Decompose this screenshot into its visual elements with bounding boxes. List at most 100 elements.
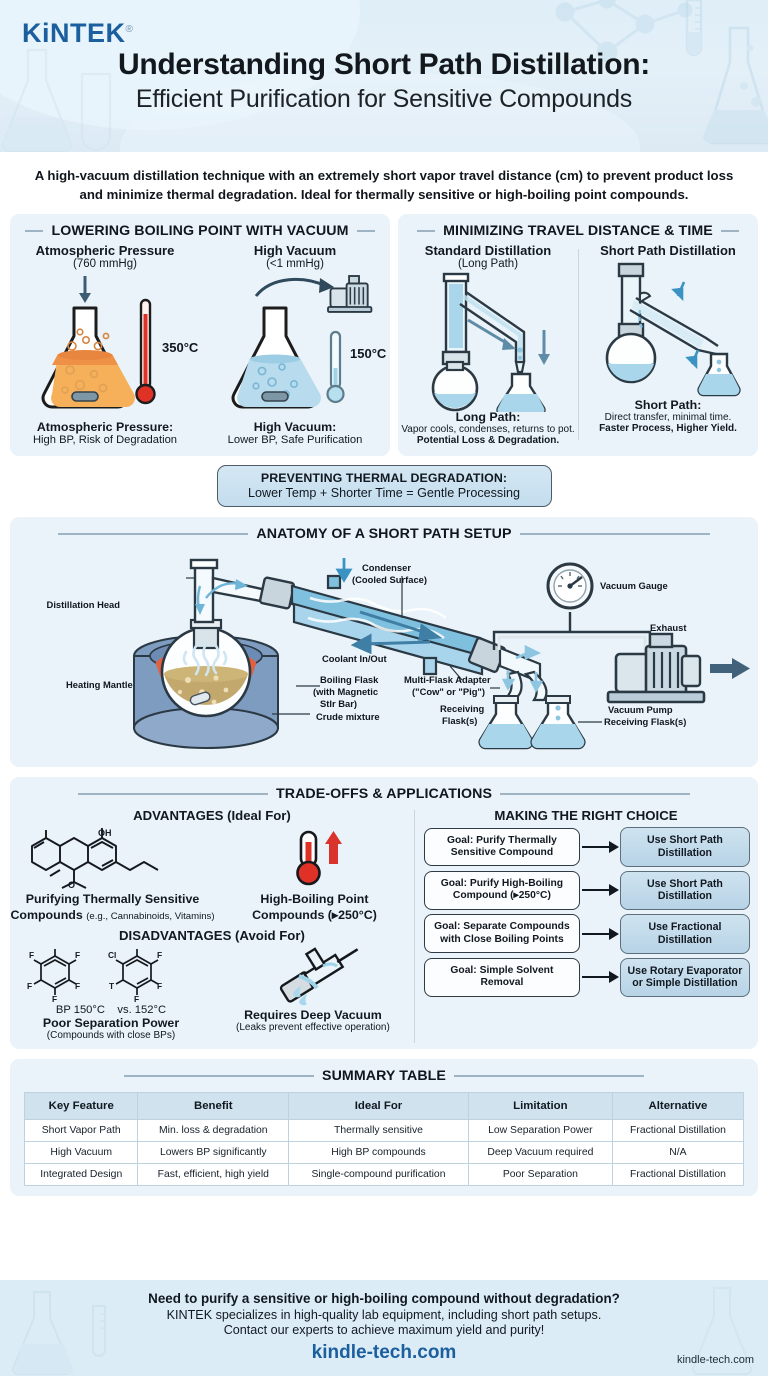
- choice-goal-1[interactable]: Goal: Purify Thermally Sensitive Compoun…: [423, 827, 580, 867]
- title-rule-right-2: [720, 230, 739, 233]
- vac-heading: High Vacuum: [253, 243, 337, 259]
- advantage-2-caption: High-Boiling Point Compounds (▸250°C): [215, 892, 414, 923]
- advantage-2-bold: High-Boiling Point: [260, 892, 369, 907]
- choice-arrow-icon-2: [580, 884, 620, 897]
- choice-arrow-icon-1: [580, 840, 620, 853]
- thermometer-hot-icon: [135, 299, 156, 405]
- label-vacuum-gauge: Vacuum Gauge: [600, 580, 668, 592]
- label-vacuum-pump: Vacuum Pump: [608, 704, 673, 716]
- svg-text:F: F: [134, 994, 139, 1004]
- label-coolant: Coolant In/Out: [322, 653, 387, 665]
- intro-paragraph: A high-vacuum distillation technique wit…: [34, 168, 734, 203]
- travel-col-shortpath: Short Path Distillation: [578, 243, 758, 446]
- panel-anatomy: ANATOMY OF A SHORT PATH SETUP: [10, 517, 758, 768]
- col-limitation: Limitation: [467, 1092, 613, 1121]
- tradeoffs-left-column: ADVANTAGES (Ideal For): [10, 806, 414, 1049]
- thermal-degradation-badge: PREVENTING THERMAL DEGRADATION: Lower Te…: [216, 465, 552, 508]
- label-condenser-line1: Condenser: [362, 562, 411, 574]
- cell-1-4: N/A: [611, 1141, 745, 1165]
- title-rule-right: [356, 230, 375, 233]
- o-group-label: O: [68, 880, 75, 890]
- table-row: Short Vapor Path Min. loss & degradation…: [23, 1119, 745, 1143]
- choice-row-2: Goal: Purify High-Boiling Compound (▸250…: [423, 870, 750, 911]
- anatomy-rule-right: [519, 533, 710, 536]
- choice-goal-2[interactable]: Goal: Purify High-Boiling Compound (▸250…: [423, 871, 580, 910]
- vacuum-columns: Atmospheric Pressure (760 mmHg): [10, 243, 390, 446]
- atm-illustration: 350°C: [10, 270, 200, 420]
- kintek-logo: KiNTEK®: [22, 18, 133, 49]
- footer-test-tube-icon: [92, 1305, 106, 1357]
- disadvantage-1-bold: Poor Separation Power: [42, 1016, 180, 1031]
- cow-adapter-art: [467, 637, 548, 702]
- panel-title-text-2: MINIMIZING TRAVEL DISTANCE & TIME: [443, 223, 713, 240]
- footer-url[interactable]: kindle-tech.com: [311, 1342, 457, 1363]
- choice-result-1[interactable]: Use Short Path Distillation: [619, 827, 750, 867]
- label-crude-mixture: Crude mixture: [316, 711, 380, 723]
- anatomy-title-text: ANATOMY OF A SHORT PATH SETUP: [256, 526, 512, 543]
- svg-text:F: F: [157, 950, 162, 960]
- choice-result-2[interactable]: Use Short Path Distillation: [619, 870, 750, 911]
- flask-icon-left: [2, 48, 72, 152]
- tradeoffs-right-column: MAKING THE RIGHT CHOICE Goal: Purify The…: [413, 806, 758, 1049]
- vac-temp-label: 150°C: [350, 346, 387, 361]
- advantage-1-light: (e.g., Cannabinoids, Vitamins): [86, 910, 215, 922]
- choice-result-4[interactable]: Use Rotary Evaporator or Simple Distilla…: [619, 957, 750, 997]
- label-heating-mantle: Heating Mantle: [66, 679, 133, 691]
- summary-rule-right: [454, 1075, 644, 1078]
- cell-1-0: High Vacuum: [23, 1141, 139, 1165]
- choice-row-3: Goal: Separate Compounds with Close Boil…: [423, 914, 750, 954]
- standard-caption-bold: Long Path:: [455, 410, 521, 425]
- title-rule-left: [25, 230, 44, 233]
- table-row: High Vacuum Lowers BP significantly High…: [23, 1141, 745, 1165]
- standard-subheading: (Long Path): [457, 258, 519, 271]
- logo-text: KiNTEK: [22, 18, 126, 48]
- table-header-row: Key Feature Benefit Ideal For Limitation…: [23, 1092, 745, 1121]
- choice-row-4: Goal: Simple Solvent Removal Use Rotary …: [423, 957, 750, 997]
- panel-lowering-boiling-point: LOWERING BOILING POINT WITH VACUUM Atmos…: [10, 214, 390, 457]
- page-subtitle: Efficient Purification for Sensitive Com…: [135, 85, 633, 113]
- col-ideal-for: Ideal For: [288, 1092, 469, 1121]
- top-panels-row: LOWERING BOILING POINT WITH VACUUM Atmos…: [0, 214, 768, 457]
- cell-2-1: Fast, efficient, high yield: [137, 1163, 290, 1187]
- anatomy-illustration: Distillation Head Condenser (Cooled Surf…: [10, 546, 758, 750]
- distillation-head-art: [189, 559, 268, 624]
- cell-1-2: High BP compounds: [288, 1141, 469, 1165]
- label-boiling-flask-line1: Boiling Flask: [320, 674, 379, 686]
- table-row: Integrated Design Fast, efficient, high …: [23, 1163, 745, 1187]
- label-condenser-line2: (Cooled Surface): [352, 574, 428, 586]
- label-multi-flask-line1: Multi-Flask Adapter: [404, 674, 491, 686]
- advantage-1-caption: Purifying Thermally Sensitive Compounds …: [10, 892, 215, 923]
- boiling-flask-art: [160, 619, 252, 718]
- disadvantage-2-light: (Leaks prevent effective operation): [236, 1022, 390, 1034]
- cell-0-2: Thermally sensitive: [288, 1119, 469, 1143]
- panel-minimizing-travel: MINIMIZING TRAVEL DISTANCE & TIME Standa…: [398, 214, 758, 457]
- travel-columns: Standard Distillation (Long Path): [398, 243, 758, 446]
- col-alternative: Alternative: [611, 1092, 745, 1121]
- atm-subheading: (760 mmHg): [73, 258, 137, 271]
- choice-goal-4[interactable]: Goal: Simple Solvent Removal: [423, 957, 580, 997]
- cell-2-2: Single-compound purification: [288, 1163, 469, 1187]
- choice-goal-3[interactable]: Goal: Separate Compounds with Close Boil…: [423, 914, 580, 954]
- oh-group-label: OH: [98, 828, 112, 838]
- label-exhaust: Exhaust: [650, 622, 687, 634]
- panel-title-tradeoffs: TRADE-OFFS & APPLICATIONS: [10, 777, 758, 806]
- cell-0-1: Min. loss & degradation: [137, 1119, 290, 1143]
- summary-title-text: SUMMARY TABLE: [322, 1068, 446, 1085]
- panel-title-text: LOWERING BOILING POINT WITH VACUUM: [51, 223, 349, 240]
- cell-0-0: Short Vapor Path: [23, 1119, 139, 1143]
- thermometer-cool-icon: [326, 331, 345, 404]
- tradeoffs-rule-right: [500, 793, 691, 796]
- footer-corner-url[interactable]: kindle-tech.com: [676, 1354, 754, 1366]
- atm-temp-label: 350°C: [162, 340, 199, 355]
- anatomy-rule-left: [58, 533, 249, 536]
- choice-result-3[interactable]: Use Fractional Distillation: [619, 914, 750, 954]
- title-rule-left-2: [417, 230, 436, 233]
- summary-table: Key Feature Benefit Ideal For Limitation…: [23, 1092, 745, 1187]
- svg-text:F: F: [75, 981, 80, 991]
- bp-values: BP 150°C vs. 152°C: [10, 1004, 212, 1016]
- label-distillation-head: Distillation Head: [46, 599, 120, 611]
